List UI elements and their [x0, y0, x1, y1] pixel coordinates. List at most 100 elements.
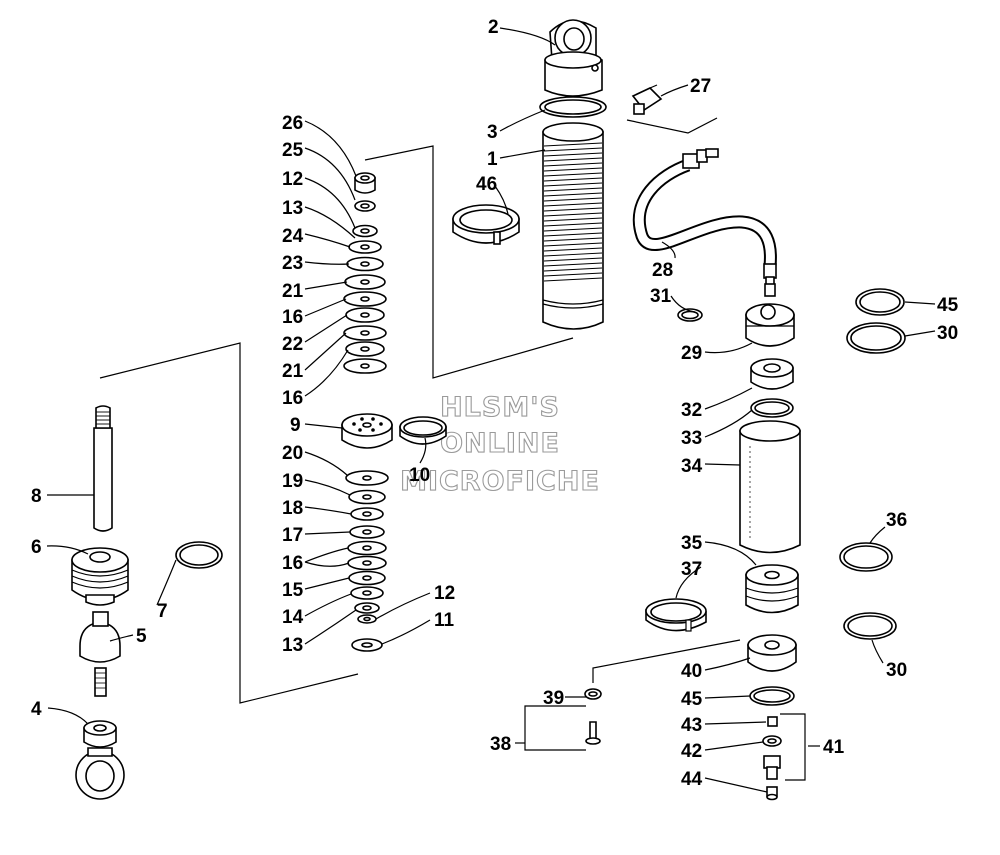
callout-21-upper: 21 — [282, 281, 304, 302]
callout-36: 36 — [886, 510, 907, 531]
callout-45-upper: 45 — [937, 295, 959, 316]
part-35-base-valve — [745, 564, 799, 614]
callout-5: 5 — [136, 626, 147, 647]
part-1-shock-body — [542, 122, 604, 330]
callout-1: 1 — [487, 149, 498, 170]
callout-42: 42 — [681, 741, 702, 762]
part-11-washer — [351, 638, 383, 652]
callout-16-upper: 16 — [282, 307, 303, 328]
callout-4: 4 — [31, 699, 42, 720]
part-46-adjuster-ring — [452, 204, 520, 245]
callout-3: 3 — [487, 122, 498, 143]
callout-27: 27 — [690, 76, 711, 97]
callout-35: 35 — [681, 533, 703, 554]
callout-34: 34 — [681, 456, 703, 477]
callout-46: 46 — [476, 174, 497, 195]
callout-13-lower: 13 — [282, 635, 303, 656]
callout-38: 38 — [490, 734, 511, 755]
screw-to-piston-line — [592, 639, 741, 683]
part-30-ring-upper — [846, 322, 906, 354]
part-42-washer — [762, 735, 782, 747]
callout-44: 44 — [681, 769, 703, 790]
callout-12-lower: 12 — [434, 583, 455, 604]
callout-32: 32 — [681, 400, 702, 421]
part-44-plug — [766, 786, 778, 801]
part-29-reservoir-cap — [745, 283, 795, 347]
body-to-valve-line — [364, 145, 574, 379]
part-36-ring — [839, 542, 893, 572]
callout-11: 11 — [434, 610, 455, 631]
part-34-reservoir-tube — [739, 420, 801, 554]
part-3-o-ring — [539, 96, 607, 118]
part-4-lower-eye — [75, 720, 125, 800]
part-33-o-ring — [750, 398, 794, 418]
part-45-ring-lower — [749, 686, 795, 706]
part-37-split-band — [645, 598, 707, 632]
callout-24: 24 — [282, 226, 304, 247]
group-41-bracket — [780, 713, 806, 781]
part-27-fitting — [631, 84, 663, 115]
callout-41: 41 — [823, 737, 845, 758]
callout-28: 28 — [652, 260, 673, 281]
part-38-screw — [585, 721, 601, 745]
callout-13-upper: 13 — [282, 198, 303, 219]
part-7-ring — [175, 541, 223, 569]
part-28-hose — [632, 148, 777, 287]
callout-37: 37 — [681, 559, 702, 580]
group-38-bracket — [524, 705, 586, 751]
callout-8: 8 — [31, 486, 42, 507]
part-31-small-o-ring — [677, 308, 703, 322]
callout-numbers: 2 27 3 1 46 28 31 45 30 29 32 33 34 36 3… — [31, 17, 959, 790]
callout-20: 20 — [282, 443, 303, 464]
callout-30-upper: 30 — [937, 323, 958, 344]
part-2-top-eye-mount — [544, 19, 603, 97]
callout-33: 33 — [681, 428, 702, 449]
part-32-reservoir-piston — [750, 358, 794, 390]
fitting-line — [626, 117, 718, 134]
callout-2: 2 — [488, 17, 499, 38]
part-40-end-cap — [747, 634, 797, 672]
part-8-shaft — [93, 405, 113, 532]
callout-21-lower: 21 — [282, 361, 304, 382]
leader-lines — [46, 27, 936, 793]
part-41-screw — [763, 755, 781, 780]
part-30-ring-lower — [843, 612, 897, 640]
part-10-piston-band — [399, 416, 447, 445]
callout-15: 15 — [282, 580, 304, 601]
assembly-lines — [99, 117, 741, 704]
callout-40: 40 — [681, 661, 702, 682]
callout-25: 25 — [282, 140, 304, 161]
watermark-line-3: MICROFICHE — [400, 466, 600, 497]
callout-31: 31 — [650, 286, 672, 307]
callout-12-upper: 12 — [282, 169, 303, 190]
part-12-washer-upper — [354, 200, 376, 212]
callout-18: 18 — [282, 498, 303, 519]
part-26-nut — [354, 172, 376, 194]
part-43-ball — [767, 716, 778, 727]
callout-7: 7 — [157, 601, 168, 622]
shim-stack-lower — [345, 470, 389, 624]
callout-43: 43 — [681, 715, 702, 736]
watermark: HLSM'S ONLINE MICROFICHE — [400, 391, 600, 497]
callout-6: 6 — [31, 537, 42, 558]
callout-29: 29 — [681, 343, 702, 364]
part-6-seal-head — [71, 547, 129, 606]
callout-19: 19 — [282, 471, 303, 492]
watermark-line-2: ONLINE — [440, 428, 560, 459]
part-45-ring-upper — [855, 288, 905, 316]
callout-16-lower: 16 — [282, 553, 303, 574]
callout-16-middle: 16 — [282, 388, 303, 409]
watermark-line-1: HLSM'S — [440, 392, 560, 423]
callout-26: 26 — [282, 113, 303, 134]
rod-to-valve-line — [99, 342, 359, 704]
callout-45-lower: 45 — [681, 689, 703, 710]
callout-17: 17 — [282, 525, 303, 546]
callout-14: 14 — [282, 607, 304, 628]
part-5-bumper — [79, 611, 121, 697]
part-9-piston — [341, 413, 393, 449]
callout-10: 10 — [409, 465, 430, 486]
part-39-washer — [584, 688, 602, 700]
callout-39: 39 — [543, 688, 564, 709]
callout-22: 22 — [282, 334, 303, 355]
